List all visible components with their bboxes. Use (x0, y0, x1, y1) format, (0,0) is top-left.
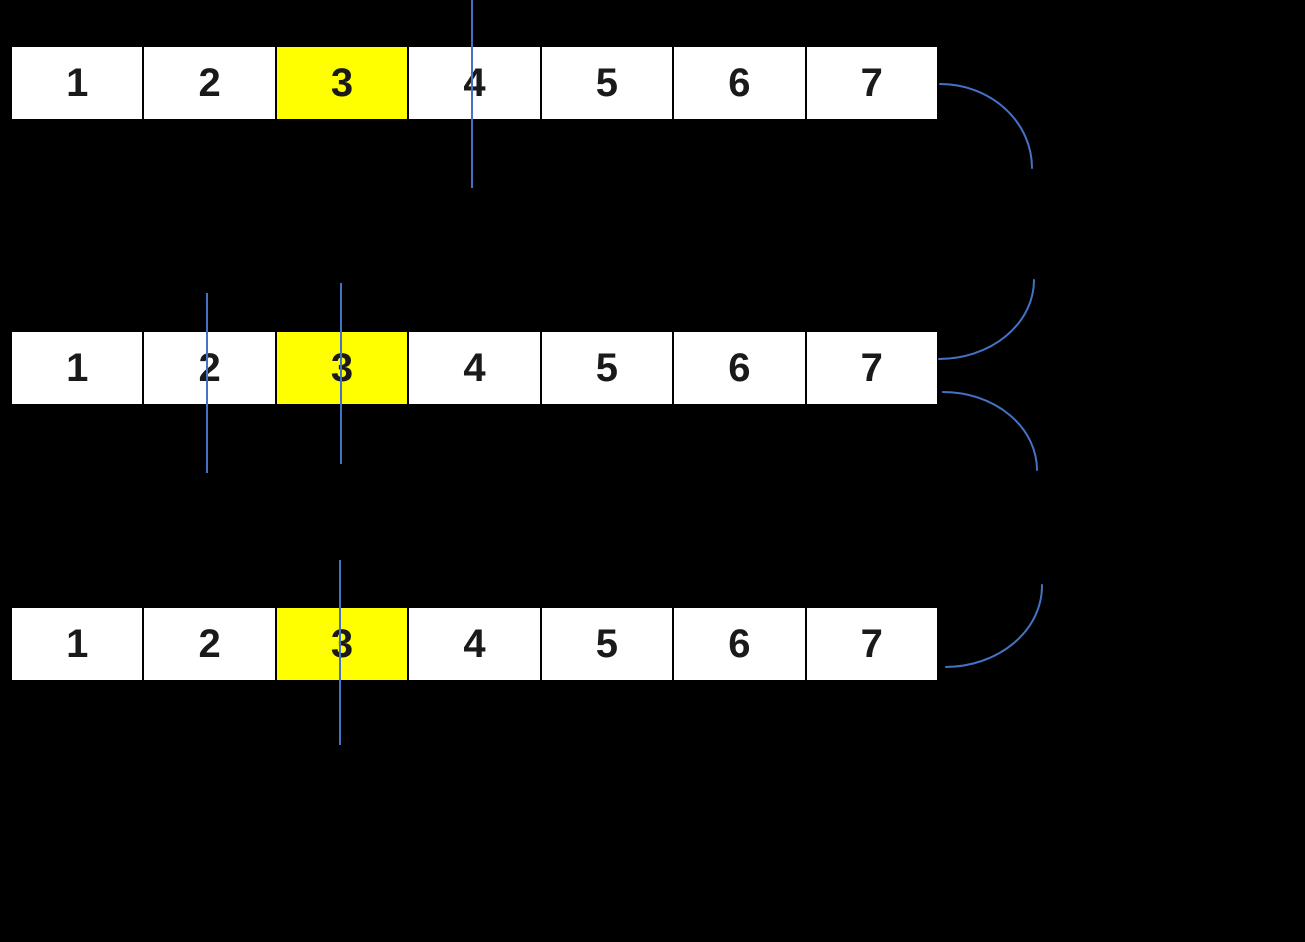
pointer-line-row1-cell4 (471, 0, 473, 188)
arc-row2-to-row3 (942, 391, 1044, 668)
array-cell: 7 (806, 45, 939, 121)
array-cell: 1 (10, 45, 145, 121)
array-cell: 6 (674, 45, 807, 121)
array-cell: 5 (541, 606, 675, 682)
array-cell: 6 (674, 606, 807, 682)
array-row-1: 1 2 3 4 5 6 7 (10, 45, 939, 121)
array-cell: 5 (541, 330, 675, 406)
array-cell: 1 (10, 330, 145, 406)
array-cell: 5 (541, 45, 675, 121)
array-cell: 4 (409, 330, 542, 406)
array-cell: 4 (409, 606, 542, 682)
array-cell: 2 (144, 45, 277, 121)
array-cell: 7 (806, 606, 939, 682)
array-cell-highlighted: 3 (276, 45, 410, 121)
arc-row1-to-row2 (938, 83, 1035, 360)
array-cell: 2 (144, 606, 277, 682)
array-cell-highlighted: 3 (276, 330, 410, 406)
array-cell: 6 (674, 330, 807, 406)
arc-row1-to-row2-lower (938, 279, 1035, 360)
arc-row2-to-row3-upper (942, 391, 1038, 471)
array-row-3: 1 2 3 4 5 6 7 (10, 606, 939, 682)
array-cell: 1 (10, 606, 145, 682)
pointer-line-row2-cell2 (206, 293, 208, 473)
array-row-2: 1 2 3 4 5 6 7 (10, 330, 939, 406)
array-cell-highlighted: 3 (276, 606, 410, 682)
pointer-line-row3-cell3 (339, 560, 341, 745)
array-cell: 2 (144, 330, 277, 406)
arc-row1-to-row2-upper (939, 83, 1033, 169)
arc-row2-to-row3-lower (945, 584, 1044, 668)
pointer-line-row2-cell3 (340, 283, 342, 464)
array-cell: 4 (409, 45, 542, 121)
array-cell: 7 (806, 330, 939, 406)
